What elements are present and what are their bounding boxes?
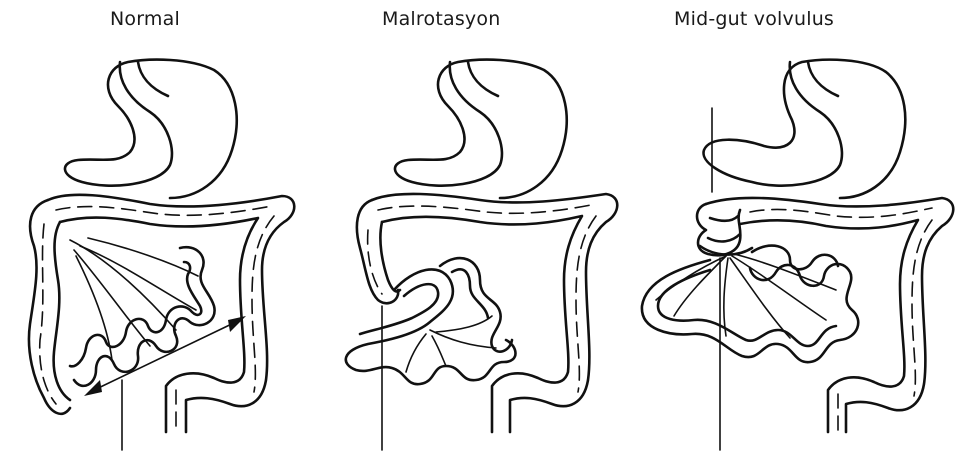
panel-malrotasyon: Malrotasyon xyxy=(320,0,640,455)
large-intestine xyxy=(706,198,953,432)
small-intestine xyxy=(346,258,516,384)
stomach xyxy=(704,60,906,198)
panel-midgut-volvulus: Mid-gut volvulus xyxy=(640,0,965,455)
stomach xyxy=(65,60,237,198)
diagram-normal xyxy=(0,0,320,455)
volvulus-twist xyxy=(697,204,752,255)
diagram-midgut-volvulus xyxy=(640,0,965,455)
mesentery xyxy=(406,316,496,372)
diagram-malrotasyon xyxy=(320,0,640,455)
small-intestine xyxy=(642,246,858,363)
panel-normal: Normal xyxy=(0,0,320,455)
small-intestine xyxy=(70,247,215,386)
stomach xyxy=(395,60,567,198)
